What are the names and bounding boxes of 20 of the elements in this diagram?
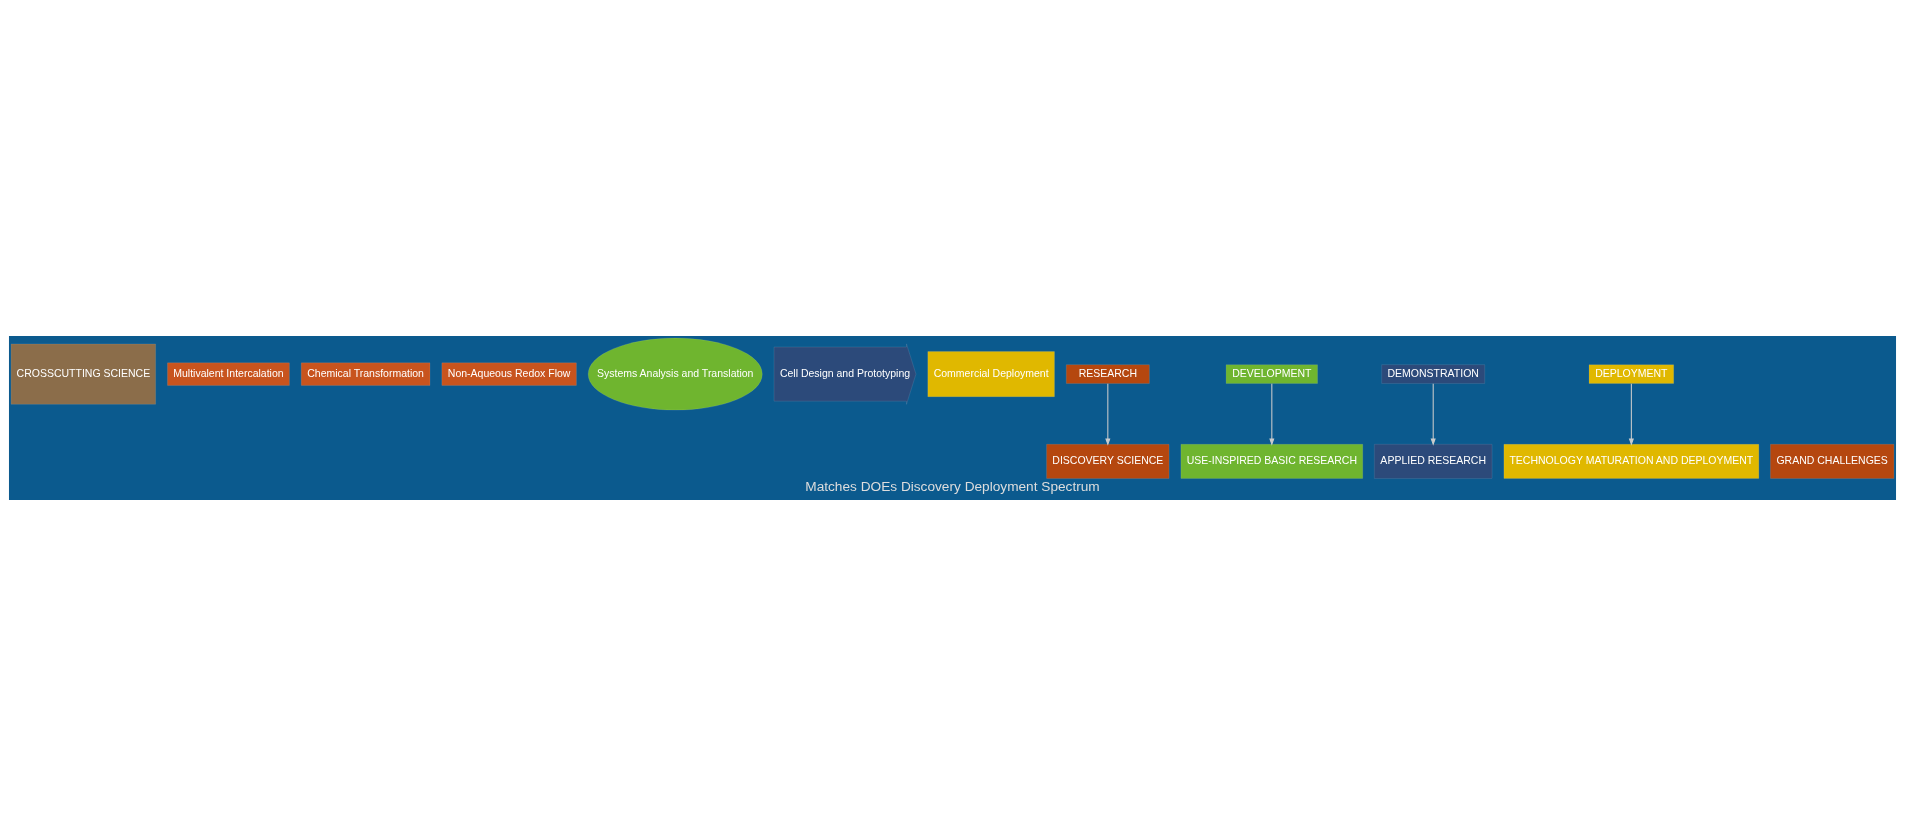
node-box: GRAND CHALLENGES <box>1770 443 1895 479</box>
node-box: Commercial Deployment <box>927 350 1055 397</box>
node-box: DEPLOYMENT <box>1588 363 1674 384</box>
node-box: DEVELOPMENT <box>1225 363 1318 384</box>
arrow <box>1105 382 1111 446</box>
node-box: Multivalent Intercalation <box>167 362 290 386</box>
arrow <box>1628 382 1634 446</box>
node-ellipse: Systems Analysis and Translation <box>587 337 763 410</box>
node-box: Chemical Transformation <box>300 362 431 386</box>
node-box: TECHNOLOGY MATURATION AND DEPLOYMENT <box>1503 443 1760 479</box>
node-box: USE-INSPIRED BASIC RESEARCH <box>1180 443 1364 479</box>
caption: Matches DOEs Discovery Deployment Spectrum <box>805 478 1100 494</box>
node-box: APPLIED RESEARCH <box>1374 443 1493 479</box>
arrow <box>1269 382 1275 446</box>
node-box: CROSSCUTTING SCIENCE <box>10 343 156 405</box>
arrow <box>1430 382 1436 446</box>
node-box: RESEARCH <box>1066 363 1150 384</box>
node-box: Non-Aqueous Redox Flow <box>441 362 577 386</box>
node-box: DEMONSTRATION <box>1381 363 1485 384</box>
node-box: DISCOVERY SCIENCE <box>1046 443 1170 479</box>
